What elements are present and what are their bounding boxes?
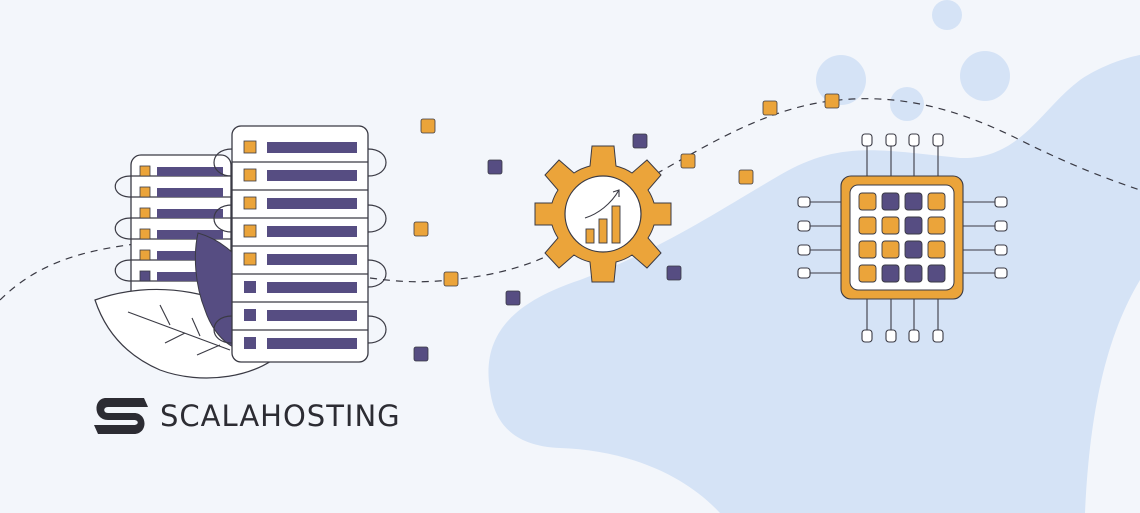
bubble [890,87,924,121]
floating-squares [413,93,840,362]
cpu-chip-icon [797,133,1008,343]
bubble [816,55,866,105]
background-blob [488,55,1140,513]
gear-growth-chart-icon [534,145,672,283]
brand-name: SCALAHOSTING [160,399,401,433]
brand-logo[interactable]: SCALAHOSTING [92,395,401,437]
bubble [932,0,962,30]
server-rack-front [213,125,387,363]
bubble [960,51,1010,101]
scalahosting-s-logo-icon [94,398,148,434]
